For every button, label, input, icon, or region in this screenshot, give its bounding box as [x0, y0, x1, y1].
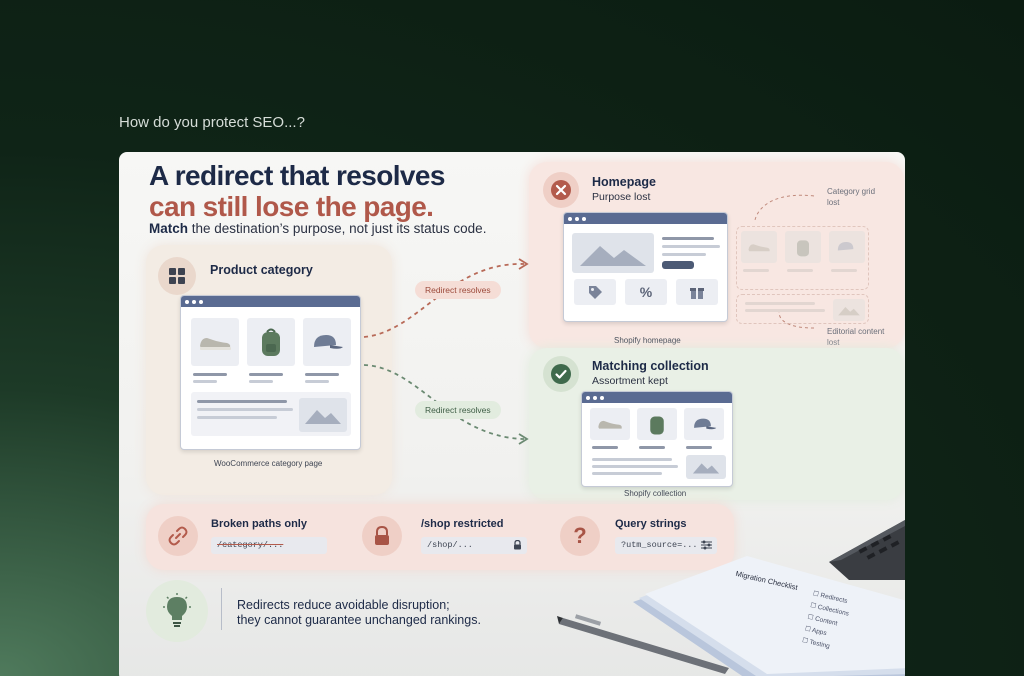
check-circle-icon: [543, 356, 579, 392]
grid-icon: [158, 257, 196, 295]
cap-icon: [303, 318, 351, 366]
shop-path-value: /shop/...: [427, 540, 473, 550]
infographic-card: A redirect that resolves can still lose …: [119, 152, 905, 676]
redirect-pill-homepage: Redirect resolves: [415, 281, 501, 299]
link-icon: [158, 516, 198, 556]
image-faded-icon: [833, 299, 865, 321]
note-editorial-lost: Editorial content lost: [827, 327, 885, 347]
issue-shop-restricted-title: /shop restricted: [421, 518, 504, 530]
cap-small-icon: [684, 408, 724, 440]
homepage-subtitle: Purpose lost: [592, 191, 651, 203]
conclusion-text: Redirects reduce avoidable disruption; t…: [237, 598, 481, 628]
hero-image-icon: [572, 233, 654, 273]
issue-query-strings-title: Query strings: [615, 518, 687, 530]
query-string-value: ?utm_source=...: [621, 540, 698, 550]
broken-path-value: /category/...: [217, 540, 284, 550]
category-page-mockup: [180, 295, 361, 450]
x-circle-icon: [543, 172, 579, 208]
issue-broken-paths-title: Broken paths only: [211, 518, 307, 530]
headline: A redirect that resolves can still lose …: [149, 160, 445, 222]
cap-faded-icon: [829, 231, 865, 263]
sneaker-faded-icon: [741, 231, 777, 263]
backpack-icon: [247, 318, 295, 366]
conclusion-line-1: Redirects reduce avoidable disruption;: [237, 598, 450, 612]
sliders-icon: [701, 540, 712, 553]
lost-editorial-content: [736, 294, 869, 324]
headline-subtitle: Match the destination’s purpose, not jus…: [149, 221, 486, 236]
collection-subtitle: Assortment kept: [592, 375, 668, 387]
lightbulb-icon: [146, 580, 208, 642]
backpack-small-icon: [637, 408, 677, 440]
question-icon: ?: [560, 516, 600, 556]
backpack-faded-icon: [785, 231, 821, 263]
sneaker-icon: [191, 318, 239, 366]
percent-icon: %: [625, 279, 667, 305]
image-placeholder-icon: [299, 398, 347, 432]
homepage-panel: Homepage Purpose lost % Shopify homepage: [529, 162, 904, 348]
product-category-title: Product category: [210, 263, 313, 277]
product-category-panel: Product category WooCommerce category: [146, 245, 392, 495]
lost-category-grid: [736, 226, 869, 290]
laptop-illustration: [819, 490, 905, 580]
matching-collection-panel: Matching collection Assortment kept Shop…: [529, 348, 904, 500]
conclusion-divider: [221, 588, 222, 630]
issue-query-strings-field: ?utm_source=...: [615, 537, 717, 554]
tag-icon: [574, 279, 616, 305]
migration-checklist-illustration: Migration Checklist ☐ Redirects ☐ Collec…: [631, 556, 905, 676]
gift-icon: [676, 279, 718, 305]
question-text: How do you protect SEO...?: [119, 114, 305, 131]
issue-broken-paths-field: /category/...: [211, 537, 327, 554]
lock-icon: [362, 516, 402, 556]
homepage-mockup: %: [563, 212, 728, 322]
conclusion-line-2: they cannot guarantee unchanged rankings…: [237, 613, 481, 627]
headline-line-2: can still lose the page.: [149, 191, 434, 222]
small-lock-icon: [513, 539, 522, 553]
collection-image-icon: [686, 455, 726, 479]
subtitle-bold: Match: [149, 221, 189, 236]
homepage-caption: Shopify homepage: [614, 336, 681, 345]
issues-row: Broken paths only /category/... /shop re…: [146, 504, 734, 570]
homepage-title: Homepage: [592, 175, 656, 189]
sneaker-small-icon: [590, 408, 630, 440]
headline-line-1: A redirect that resolves: [149, 160, 445, 191]
collection-title: Matching collection: [592, 359, 709, 373]
product-category-caption: WooCommerce category page: [214, 459, 323, 468]
issue-shop-restricted-field: /shop/...: [421, 537, 527, 554]
subtitle-rest: the destination’s purpose, not just its …: [188, 221, 487, 236]
pen-illustration: [555, 612, 755, 676]
redirect-pill-collection: Redirect resolves: [415, 401, 501, 419]
note-category-grid-lost: Category grid lost: [827, 187, 876, 207]
collection-page-mockup: [581, 391, 733, 487]
collection-caption: Shopify collection: [624, 489, 687, 498]
